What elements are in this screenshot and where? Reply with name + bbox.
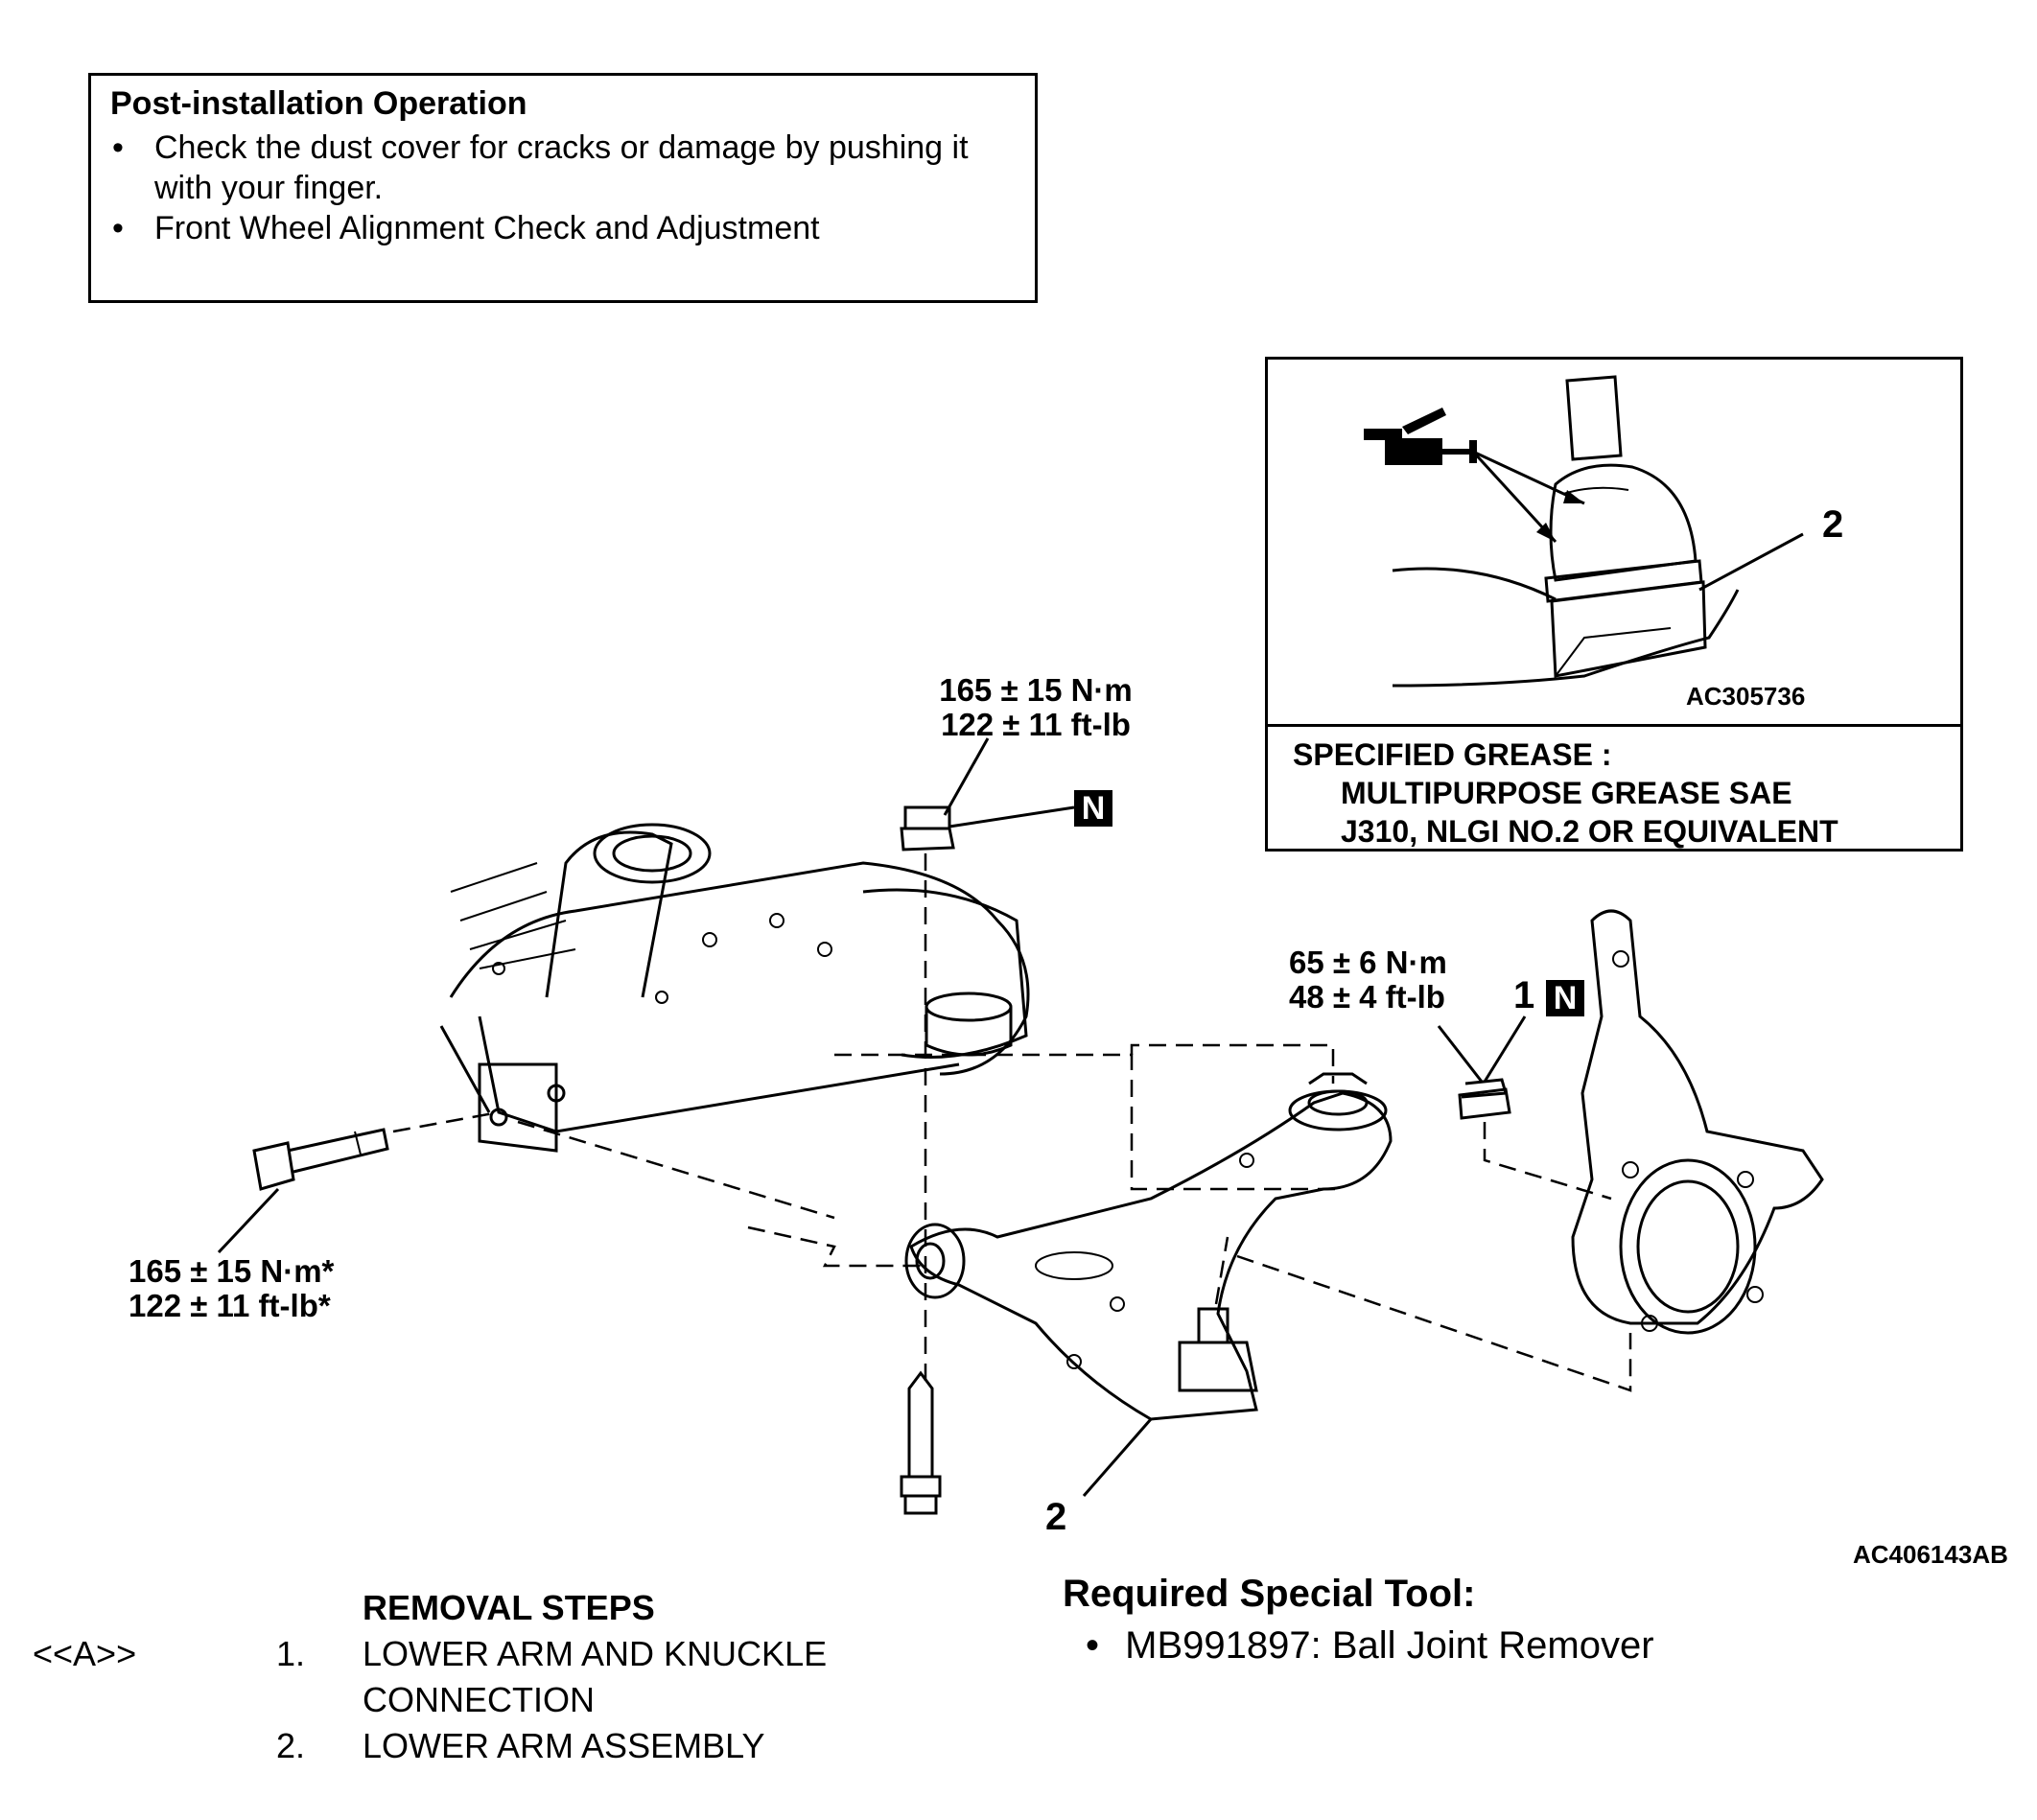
torque-left: 165 ± 15 N·m* 122 ± 11 ft-lb* [129, 1254, 334, 1323]
post-installation-box: Post-installation Operation • Check the … [88, 73, 1038, 303]
inset-callout-number: 2 [1822, 503, 1844, 546]
inset-figure-code: AC305736 [1686, 682, 1806, 711]
step-marker: <<A>> [33, 1634, 137, 1673]
grease-spec-line: MULTIPURPOSE GREASE SAE [1341, 776, 1792, 810]
new-part-badge: N [1074, 790, 1112, 827]
figure-code: AC406143AB [1853, 1540, 2008, 1569]
bottom-bolt [900, 1370, 942, 1515]
step-number: 2. [276, 1726, 306, 1765]
torque-top-nm: 165 ± 15 N·m [939, 672, 1133, 708]
top-nut [900, 805, 955, 852]
lower-arm [904, 1072, 1393, 1421]
torque-right-nm: 65 ± 6 N·m [1289, 945, 1447, 980]
bullet-icon: • [112, 129, 124, 166]
crossmember [439, 823, 1030, 1153]
post-installation-title: Post-installation Operation [110, 85, 527, 122]
step-number: 1. [276, 1634, 306, 1673]
grease-spec-line: J310, NLGI NO.2 OR EQUIVALENT [1341, 814, 1838, 849]
torque-right: 65 ± 6 N·m 48 ± 4 ft-lb [1289, 945, 1447, 1015]
step-text: LOWER ARM AND KNUCKLE [363, 1634, 828, 1673]
step-text: LOWER ARM ASSEMBLY [363, 1726, 765, 1765]
grease-spec-line: SPECIFIED GREASE : [1293, 737, 1612, 772]
torque-left-ftlb: 122 ± 11 ft-lb* [129, 1288, 331, 1323]
torque-left-nm: 165 ± 15 N·m* [129, 1253, 335, 1289]
torque-top: 165 ± 15 N·m 122 ± 11 ft-lb [911, 673, 1160, 742]
steering-knuckle [1571, 909, 1824, 1335]
torque-right-ftlb: 48 ± 4 ft-lb [1289, 979, 1445, 1015]
grease-inset: 2 AC305736 SPECIFIED GREASE : MULTIPURPO… [1265, 357, 1963, 852]
special-tool-item: • MB991897: Ball Joint Remover [1086, 1624, 1654, 1667]
left-bolt [252, 1128, 389, 1191]
torque-top-ftlb: 122 ± 11 ft-lb [941, 707, 1131, 742]
post-installation-item: • Check the dust cover for cracks or dam… [112, 129, 969, 206]
grease-gun-icon [1364, 408, 1477, 465]
step-text: CONNECTION [363, 1680, 595, 1719]
post-installation-item: • Front Wheel Alignment Check and Adjust… [112, 210, 820, 246]
bullet-icon: • [1086, 1624, 1100, 1667]
arm-callout-number: 2 [1045, 1496, 1067, 1538]
removal-steps-heading: REMOVAL STEPS [363, 1588, 655, 1627]
bullet-icon: • [112, 210, 124, 246]
special-tool-heading: Required Special Tool: [1063, 1573, 1476, 1615]
ball-joint-illustration [1364, 375, 1804, 688]
inset-divider [1268, 724, 1960, 727]
right-nut [1458, 1078, 1511, 1120]
new-part-badge: N [1546, 980, 1584, 1016]
nut-callout-number: 1 [1513, 974, 1535, 1016]
